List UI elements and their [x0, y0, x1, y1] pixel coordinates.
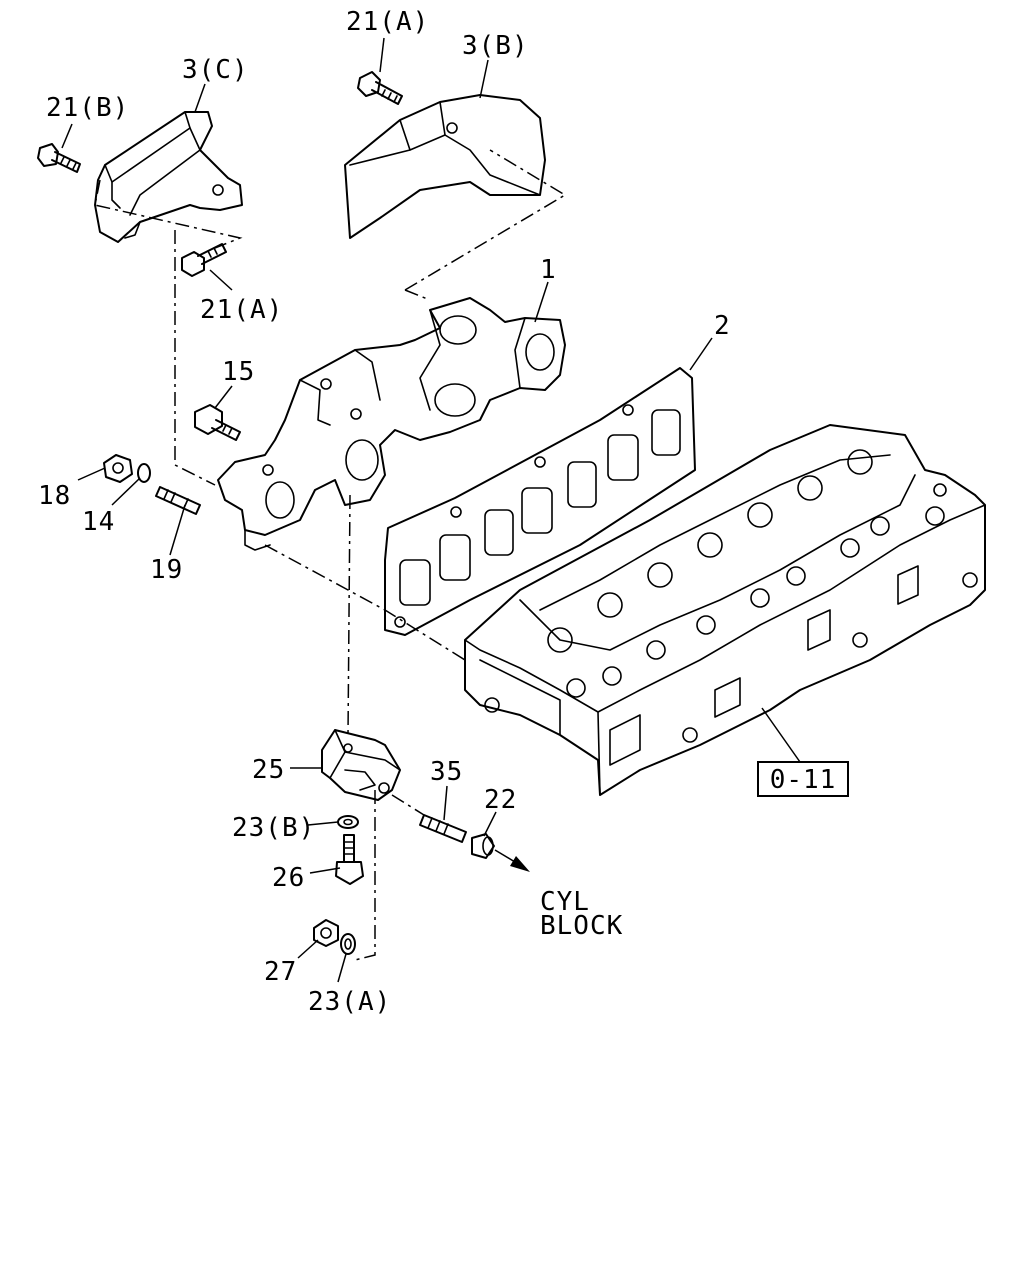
exhaust-manifold-1 [217, 297, 566, 551]
label-1: 1 [540, 255, 557, 285]
label-23a: 23(A) [308, 987, 391, 1017]
label-22: 22 [484, 785, 517, 815]
label-19: 19 [150, 555, 183, 585]
nut-18 [103, 454, 133, 483]
bolt-21b [37, 143, 81, 173]
bolt-15 [194, 404, 241, 441]
gasket-2 [384, 367, 696, 636]
label-27: 27 [264, 957, 297, 987]
collar-22 [471, 833, 495, 859]
bracket-25 [321, 729, 401, 801]
bolt-21a-mid [181, 243, 227, 277]
washer-14 [137, 463, 151, 483]
heat-shield-3c [94, 111, 243, 243]
label-21a-top: 21(A) [346, 7, 429, 37]
label-15: 15 [222, 357, 255, 387]
label-3b: 3(B) [462, 31, 529, 61]
cyl-block-arrow [494, 849, 530, 872]
label-3c: 3(C) [182, 55, 249, 85]
assembly-lines [94, 149, 567, 961]
reference-box: 0-11 [757, 761, 849, 797]
label-block: BLOCK [540, 911, 623, 941]
cylinder-head [464, 424, 986, 796]
label-21a-mid: 21(A) [200, 295, 283, 325]
heat-shield-3b [344, 94, 546, 239]
label-14: 14 [82, 507, 115, 537]
label-cyl: CYL [540, 887, 590, 917]
label-25: 25 [252, 755, 285, 785]
stud-19 [155, 486, 201, 515]
label-26: 26 [272, 863, 305, 893]
label-18: 18 [38, 481, 71, 511]
washer-23a [340, 933, 356, 955]
ref-box-label: 0-11 [770, 765, 837, 795]
washer-23b [337, 815, 359, 829]
bolt-21a-top [357, 71, 403, 105]
nut-27 [313, 919, 339, 947]
part-labels: 21(A) 3(B) 3(C) 21(B) 21(A) 1 2 15 18 14… [38, 7, 731, 1017]
label-35: 35 [430, 757, 463, 787]
label-2: 2 [714, 311, 731, 341]
bolt-26 [335, 834, 364, 885]
leader-lines [61, 37, 801, 983]
label-21b: 21(B) [46, 93, 129, 123]
stud-35 [419, 814, 467, 843]
label-23b: 23(B) [232, 813, 315, 843]
